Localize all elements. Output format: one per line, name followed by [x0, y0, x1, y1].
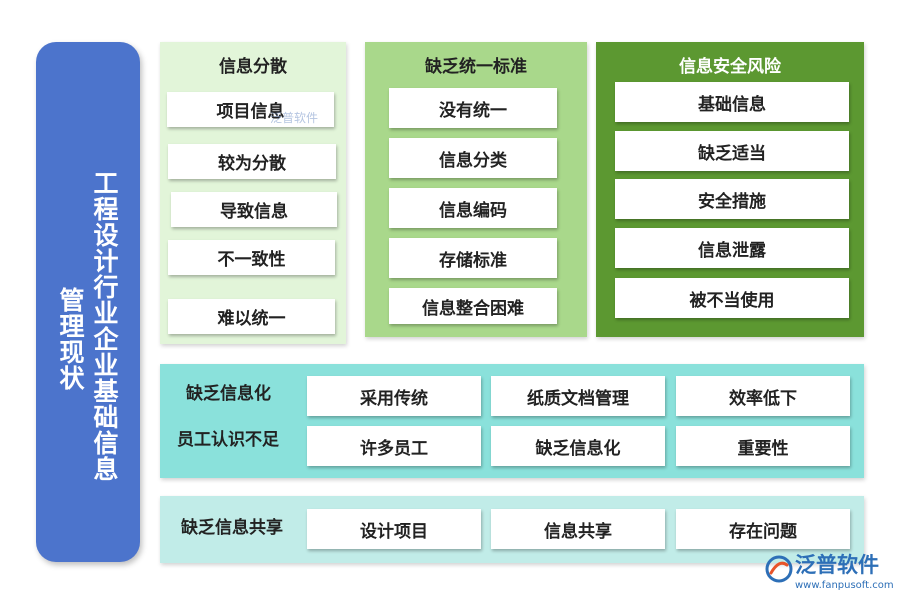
logo-mark-icon — [765, 555, 793, 583]
informatization-label: 缺乏信息化 — [186, 384, 271, 404]
security-item-4: 信息泄露 — [615, 228, 849, 268]
security-item-3: 安全措施 — [615, 179, 849, 219]
panel-security: 信息安全风险 基础信息 缺乏适当 安全措施 信息泄露 被不当使用 — [596, 42, 864, 337]
panel-sharing: 缺乏信息共享 设计项目 信息共享 存在问题 — [160, 496, 864, 563]
security-item-5: 被不当使用 — [615, 278, 849, 318]
informatization-row1-item-3: 效率低下 — [676, 376, 850, 416]
panel-scattered-title: 信息分散 — [219, 57, 287, 77]
informatization-row1-item-1: 采用传统 — [307, 376, 481, 416]
informatization-row2-item-1: 许多员工 — [307, 426, 481, 466]
sharing-item-2: 信息共享 — [491, 509, 665, 549]
scattered-item-2: 较为分散 — [168, 144, 336, 179]
scattered-item-5: 难以统一 — [168, 299, 335, 334]
sharing-label: 缺乏信息共享 — [181, 518, 283, 538]
informatization-row2-item-3: 重要性 — [676, 426, 850, 466]
panel-informatization: 缺乏信息化 员工认识不足 采用传统 纸质文档管理 效率低下 许多员工 缺乏信息化… — [160, 364, 864, 478]
panel-standard-title: 缺乏统一标准 — [425, 57, 527, 77]
informatization-row1-item-2: 纸质文档管理 — [491, 376, 665, 416]
scattered-item-3: 导致信息 — [171, 192, 337, 227]
informatization-row2-item-2: 缺乏信息化 — [491, 426, 665, 466]
standard-item-4: 存储标准 — [389, 238, 557, 278]
security-item-2: 缺乏适当 — [615, 131, 849, 171]
main-title: 工程设计行业企业基础信息 — [90, 170, 119, 482]
panel-security-title: 信息安全风险 — [679, 57, 781, 77]
sub-title: 管理现状 — [56, 287, 85, 391]
scattered-item-1: 项目信息 — [167, 92, 334, 127]
standard-item-1: 没有统一 — [389, 88, 557, 128]
scattered-item-4: 不一致性 — [168, 240, 335, 275]
standard-item-3: 信息编码 — [389, 188, 557, 228]
panel-scattered: 信息分散 项目信息 较为分散 导致信息 不一致性 难以统一 — [160, 42, 346, 344]
logo-text: 泛普软件 — [795, 553, 879, 577]
logo-url: www.fanpusoft.com — [795, 580, 894, 591]
sharing-item-1: 设计项目 — [307, 509, 481, 549]
security-item-1: 基础信息 — [615, 82, 849, 122]
sidebar-title-block: 工程设计行业企业基础信息 管理现状 — [36, 42, 140, 562]
awareness-label: 员工认识不足 — [177, 430, 279, 450]
sharing-item-3: 存在问题 — [676, 509, 850, 549]
standard-item-5: 信息整合困难 — [389, 288, 557, 324]
watermark: 泛普软件 — [270, 111, 319, 125]
brand-logo: 泛普软件 www.fanpusoft.com — [765, 553, 895, 597]
panel-standard: 缺乏统一标准 没有统一 信息分类 信息编码 存储标准 信息整合困难 — [365, 42, 587, 337]
standard-item-2: 信息分类 — [389, 138, 557, 178]
